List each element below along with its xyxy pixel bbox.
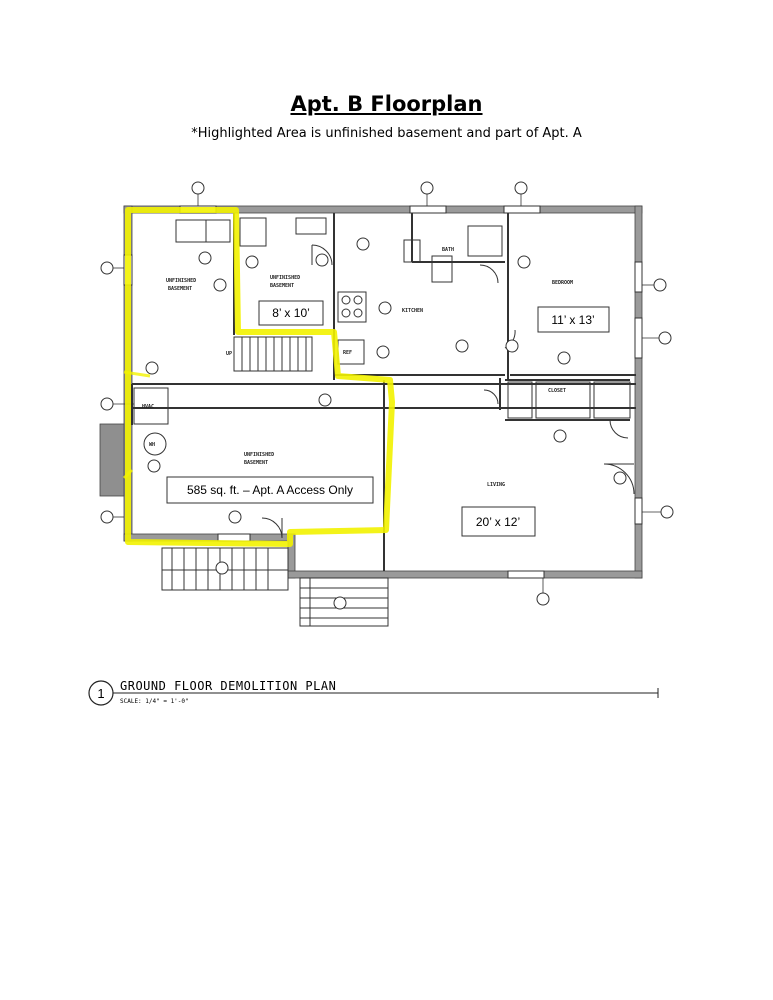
label-hvac: HVAC (142, 404, 154, 410)
label-closet: CLOSET (548, 388, 566, 394)
plan-title: GROUND FLOOR DEMOLITION PLAN (120, 679, 336, 693)
dim-small-basement: 8’ x 10’ (272, 306, 310, 320)
dimension-box-small-basement: 8’ x 10’ (258, 300, 324, 326)
label-basement-2: BASEMENT (270, 283, 294, 289)
label-basement-3: BASEMENT (244, 460, 268, 466)
interior-stairs (233, 336, 313, 372)
label-unfinished: UNFINISHED (166, 278, 196, 284)
dim-basement-access: 585 sq. ft. – Apt. A Access Only (187, 483, 353, 497)
label-living: LIVING (487, 482, 505, 488)
interior-walls (131, 213, 636, 571)
exterior-steps (161, 547, 389, 627)
page-subtitle: *Highlighted Area is unfinished basement… (191, 126, 582, 141)
room-labels: UNFINISHED BASEMENT UNFINISHED BASEMENT … (142, 247, 573, 488)
label-bedroom: BEDROOM (552, 280, 573, 286)
fixtures (133, 217, 631, 456)
label-unfinished-3: UNFINISHED (244, 452, 274, 458)
highlight-notch (122, 370, 151, 480)
label-basement: BASEMENT (168, 286, 192, 292)
dimension-box-living: 20’ x 12’ (461, 506, 536, 537)
plan-title-block: 1 GROUND FLOOR DEMOLITION PLAN SCALE: 1/… (88, 679, 659, 706)
callout-leaders (113, 194, 661, 593)
dimension-box-bedroom: 11’ x 13’ (537, 306, 610, 333)
dimension-box-basement-access: 585 sq. ft. – Apt. A Access Only (166, 476, 374, 504)
dim-living: 20’ x 12’ (476, 515, 520, 529)
dim-bedroom: 11’ x 13’ (551, 313, 594, 327)
plan-number: 1 (97, 686, 104, 701)
label-kitchen: KITCHEN (402, 308, 423, 314)
page-title: Apt. B Floorplan (290, 92, 483, 116)
label-wh: WH (149, 442, 155, 448)
plan-scale: SCALE: 1/4" = 1'-0" (120, 698, 189, 705)
callout-bubbles (100, 181, 674, 610)
label-unfinished-2: UNFINISHED (270, 275, 300, 281)
highlight-unfinished-basement (125, 207, 395, 547)
label-up: UP (226, 351, 232, 357)
label-bath: BATH (442, 247, 454, 253)
label-ref: REF (343, 350, 352, 356)
